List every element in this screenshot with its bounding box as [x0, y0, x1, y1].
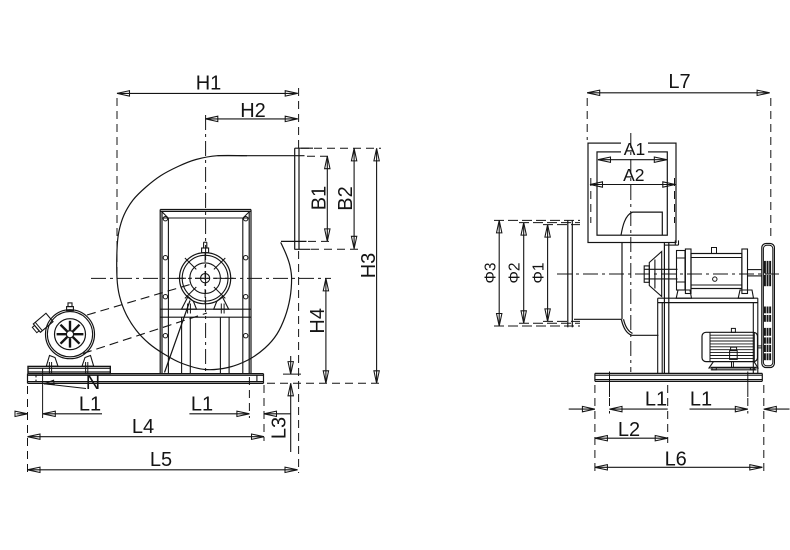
svg-text:H3: H3: [358, 253, 380, 279]
svg-text:L1: L1: [191, 394, 213, 416]
svg-text:H4: H4: [307, 308, 329, 334]
svg-text:L7: L7: [668, 71, 690, 93]
svg-text:Φ3: Φ3: [482, 263, 499, 284]
svg-text:L5: L5: [150, 449, 172, 471]
svg-text:Φ1: Φ1: [531, 263, 548, 284]
svg-text:L1: L1: [645, 389, 667, 411]
svg-text:B2: B2: [335, 186, 357, 210]
svg-text:L3: L3: [269, 417, 291, 439]
svg-text:L1: L1: [690, 389, 712, 411]
svg-text:L2: L2: [618, 419, 640, 441]
svg-text:A1: A1: [624, 139, 645, 159]
svg-text:N: N: [86, 372, 100, 394]
svg-text:L1: L1: [79, 394, 101, 416]
svg-text:B1: B1: [308, 186, 330, 210]
svg-text:H2: H2: [240, 100, 266, 122]
svg-text:A2: A2: [623, 165, 644, 185]
svg-text:H1: H1: [196, 73, 222, 95]
svg-text:L4: L4: [132, 416, 154, 438]
svg-text:L6: L6: [665, 448, 687, 470]
svg-text:Φ2: Φ2: [507, 263, 524, 284]
